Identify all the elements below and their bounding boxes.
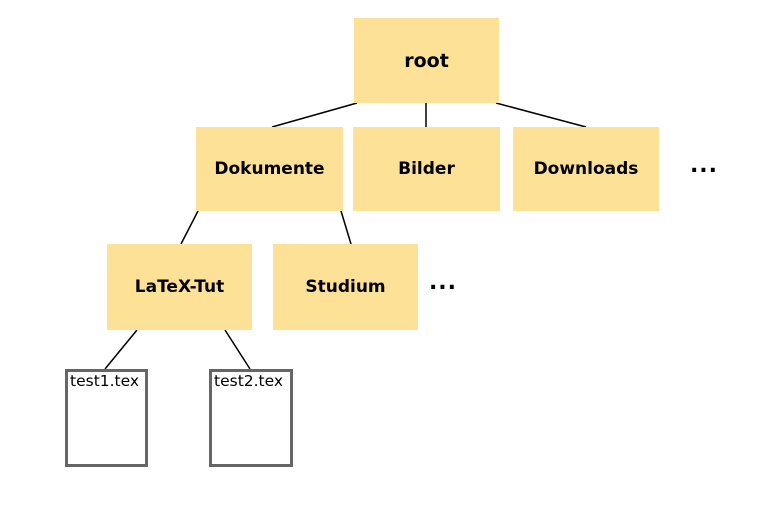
edge-dokumente-studium — [340, 210, 352, 245]
file-node-test1-tex: test1.tex — [65, 369, 148, 467]
tree-node-latex-tut: LaTeX-Tut — [107, 244, 252, 330]
tree-node-bilder: Bilder — [353, 127, 500, 211]
file-node-test1-tex-label: test1.tex — [70, 372, 140, 390]
tree-node-dokumente: Dokumente — [196, 127, 343, 211]
tree-node-dokumente-label: Dokumente — [214, 159, 325, 179]
tree-node-root: root — [354, 18, 499, 103]
tree-node-latex-tut-label: LaTeX-Tut — [134, 277, 225, 297]
tree-node-studium-label: Studium — [305, 277, 386, 297]
tree-node-bilder-label: Bilder — [398, 159, 455, 179]
tree-node-downloads-label: Downloads — [533, 159, 639, 179]
level1-more-ellipsis-label: ... — [689, 153, 719, 178]
edge-root-downloads — [495, 102, 587, 128]
level1-more-ellipsis: ... — [686, 144, 722, 178]
edge-latextut-test2 — [224, 329, 251, 370]
edge-dokumente-latextut — [180, 210, 199, 245]
edge-latextut-test1 — [104, 329, 138, 370]
edge-root-dokumente — [271, 102, 358, 128]
file-node-test2-tex: test2.tex — [209, 369, 293, 467]
tree-node-studium: Studium — [273, 244, 418, 330]
tree-node-root-label: root — [404, 49, 449, 72]
level2-more-ellipsis: ... — [425, 261, 461, 295]
level2-more-ellipsis-label: ... — [428, 270, 458, 295]
file-node-test2-tex-label: test2.tex — [214, 372, 284, 390]
tree-node-downloads: Downloads — [513, 127, 659, 211]
